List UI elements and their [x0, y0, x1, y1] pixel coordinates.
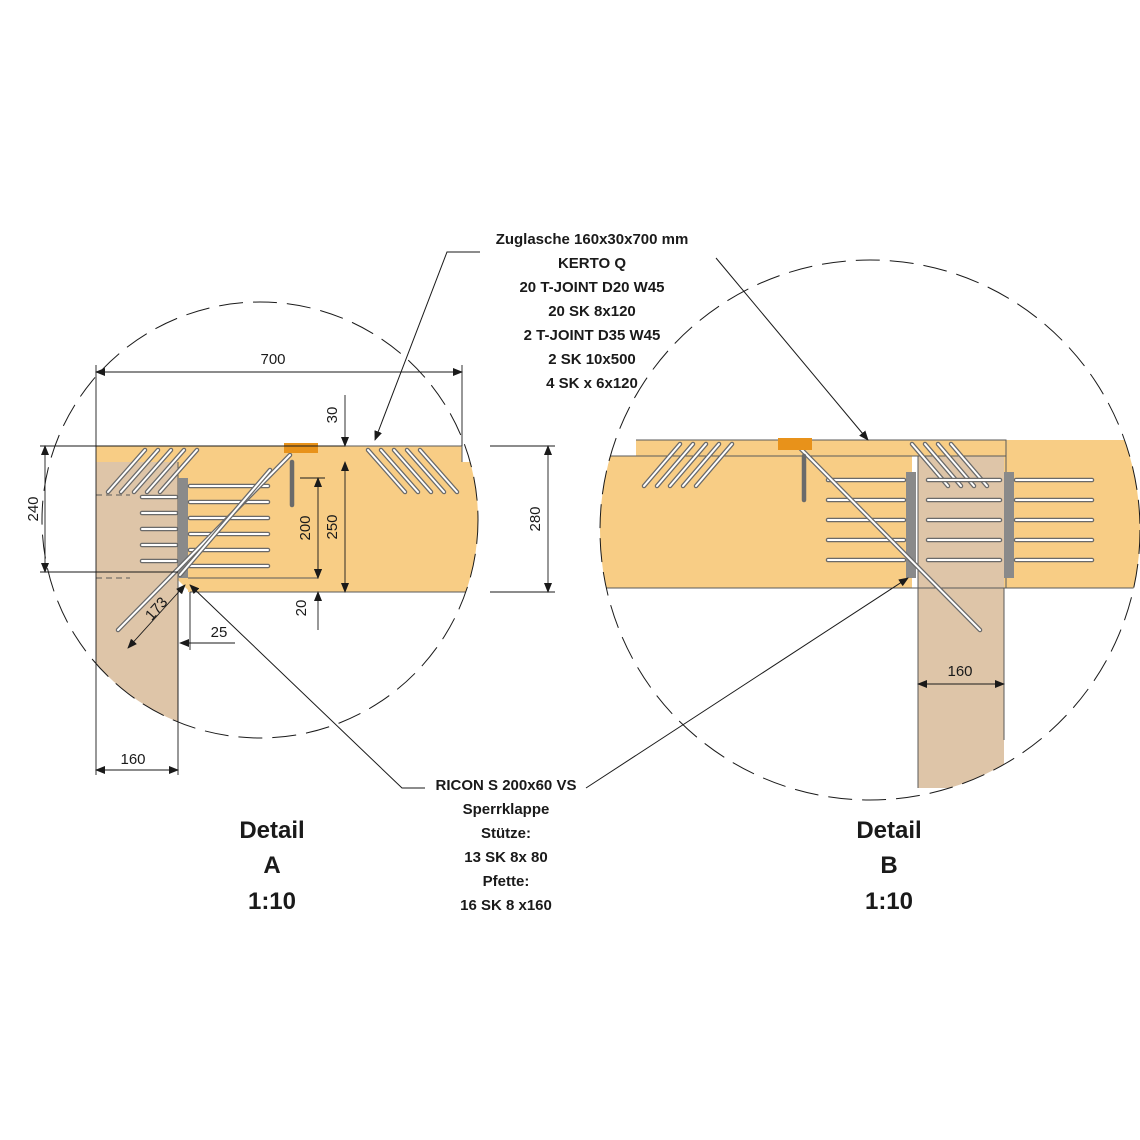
dimensions-a: [40, 365, 555, 775]
dim-200: 200: [297, 515, 314, 540]
callout-bottom-line1: RICON S 200x60 VS: [436, 777, 577, 794]
dim-20: 20: [293, 600, 310, 617]
dim-30: 30: [324, 407, 341, 424]
callout-top-line5: 2 T-JOINT D35 W45: [524, 327, 661, 344]
detail-a-title: Detail A 1:10: [239, 817, 304, 915]
callout-bottom: RICON S 200x60 VS Sperrklappe Stütze: 13…: [189, 577, 909, 914]
diagonal-screws-b: [797, 445, 983, 633]
detail-a-timber: [96, 443, 478, 738]
ricon-connector-b-left: [906, 472, 916, 578]
secondary-beam-a: [188, 578, 318, 592]
ricon-connector-a: [178, 478, 188, 578]
callout-bottom-line3: Stütze:: [481, 825, 531, 842]
dim-700: 700: [260, 351, 285, 368]
callout-top-line4: 20 SK 8x120: [548, 303, 636, 320]
dim-160-a: 160: [120, 751, 145, 768]
callout-top-line7: 4 SK x 6x120: [546, 375, 638, 392]
dim-280: 280: [527, 506, 544, 531]
title-b-line3: 1:10: [865, 888, 913, 915]
dim-250: 250: [324, 514, 341, 539]
purlin-a: [178, 462, 478, 592]
purlin-b-right: [1004, 440, 1140, 588]
screws-tension-left-a: [105, 447, 200, 495]
title-a-line2: A: [263, 852, 280, 879]
title-a-line1: Detail: [239, 817, 304, 844]
post-b: [918, 588, 1004, 788]
detail-b-timber: [600, 438, 1140, 788]
title-b-line2: B: [880, 852, 897, 879]
detail-a: 700 30 240 200 250 280 20 173 25 160 Det…: [25, 301, 555, 915]
dim-160-b: 160: [947, 663, 972, 680]
callout-bottom-line6: 16 SK 8 x160: [460, 897, 552, 914]
callout-top-line3: 20 T-JOINT D20 W45: [519, 279, 664, 296]
detail-b-title: Detail B 1:10: [856, 817, 921, 915]
dim-25: 25: [211, 624, 228, 641]
callout-top-line2: KERTO Q: [558, 255, 626, 272]
title-a-line3: 1:10: [248, 888, 296, 915]
detail-b: 160 Detail B 1:10: [599, 259, 1140, 915]
title-b-line1: Detail: [856, 817, 921, 844]
callout-bottom-line5: Pfette:: [483, 873, 530, 890]
bracket-a: [284, 443, 318, 453]
ricon-connector-b-right: [1004, 472, 1014, 578]
callout-top-line6: 2 SK 10x500: [548, 351, 636, 368]
dim-240: 240: [25, 496, 42, 521]
callout-top-line1: Zuglasche 160x30x700 mm: [496, 231, 689, 248]
detail-circle-b: [599, 259, 1140, 801]
dimensions-b: 160: [917, 663, 1005, 688]
bracket-b: [778, 438, 812, 450]
screws-post-a: [139, 494, 179, 564]
callout-top: Zuglasche 160x30x700 mm KERTO Q 20 T-JOI…: [374, 231, 869, 441]
callout-bottom-line4: 13 SK 8x 80: [464, 849, 547, 866]
callout-bottom-line2: Sperrklappe: [463, 801, 550, 818]
screws-tension-right-a: [365, 447, 460, 495]
